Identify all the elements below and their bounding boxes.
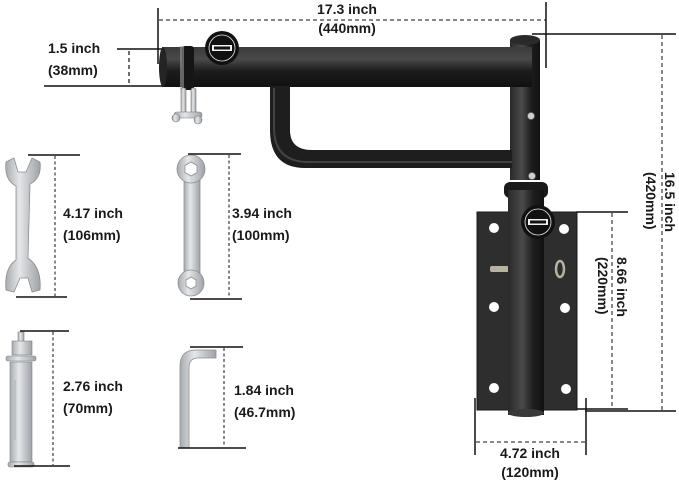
wrench-size-mm: (106mm) xyxy=(63,227,121,243)
hex-key-size-label: 1.84 inch (46.7mm) xyxy=(234,381,295,422)
ring-spanner xyxy=(176,154,206,297)
upper-adjust-knob xyxy=(205,31,239,65)
total-height-mm: (420mm) xyxy=(643,172,659,230)
arm-length-mm: (440mm) xyxy=(318,20,376,36)
hex-key-size-inch: 1.84 inch xyxy=(234,382,294,398)
plate-height-mm: (220mm) xyxy=(595,257,611,315)
bolt-size-inch: 2.76 inch xyxy=(63,378,123,394)
tube-diameter-mm: (38mm) xyxy=(48,62,98,78)
tube-diameter-dimension xyxy=(44,48,178,87)
tube-diameter-label: 1.5 inch (38mm) xyxy=(48,39,100,80)
plate-width-dimension xyxy=(474,398,587,455)
total-height-label: 16.5 inch (420mm) xyxy=(641,172,679,232)
tube-diameter-inch: 1.5 inch xyxy=(48,40,101,56)
hex-key xyxy=(179,349,217,449)
bolt-size-mm: (70mm) xyxy=(63,400,113,416)
wrench-dimension xyxy=(16,154,80,298)
plate-height-dimension xyxy=(576,211,628,410)
plate-height-inch: 8.66 inch xyxy=(614,257,630,317)
hex-key-size-mm: (46.7mm) xyxy=(234,404,296,420)
arm-length-dimension xyxy=(157,2,547,68)
hex-key-dimension xyxy=(178,346,246,449)
spanner-size-mm: (100mm) xyxy=(232,227,290,243)
total-height-dimension xyxy=(532,33,676,412)
wrench-size-inch: 4.17 inch xyxy=(63,205,123,221)
mounting-holes xyxy=(489,223,571,394)
arm-length-label: 17.3 inch (440mm) xyxy=(282,0,412,38)
arm-length-inch: 17.3 inch xyxy=(317,1,377,17)
spanner-size-inch: 3.94 inch xyxy=(232,205,292,221)
spanner-dimension xyxy=(188,153,242,300)
plate-width-mm: (120mm) xyxy=(501,464,559,480)
total-height-inch: 16.5 inch xyxy=(662,172,678,232)
plate-height-label: 8.66 inch (220mm) xyxy=(593,257,631,317)
horizontal-arm xyxy=(159,46,532,168)
bolt-dimension xyxy=(14,330,70,467)
plate-width-inch: 4.72 inch xyxy=(500,445,560,461)
open-end-wrench xyxy=(5,157,41,293)
lower-adjust-knob xyxy=(521,205,555,239)
bolt-size-label: 2.76 inch (70mm) xyxy=(63,377,123,418)
spanner-size-label: 3.94 inch (100mm) xyxy=(232,204,292,245)
expansion-bolt xyxy=(5,331,37,468)
wrench-size-label: 4.17 inch (106mm) xyxy=(63,204,123,245)
plate-width-label: 4.72 inch (120mm) xyxy=(480,444,580,482)
shackle xyxy=(171,87,203,125)
